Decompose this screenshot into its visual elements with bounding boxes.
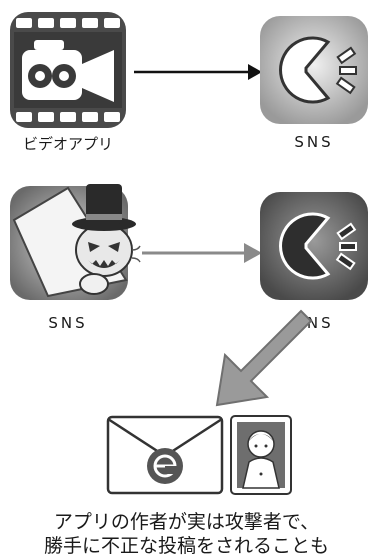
- sns-label: SNS: [294, 133, 334, 151]
- caption-line-2: 勝手に不正な投稿をされることも: [43, 535, 329, 557]
- contact-card-icon: [229, 414, 293, 496]
- arrow-right-gray-icon: [142, 243, 262, 263]
- arrow-down-left-icon: [215, 309, 313, 407]
- sns-possessed-label: SNS: [48, 314, 88, 332]
- video-app-icon: [8, 10, 128, 130]
- video-app-label: ビデオアプリ: [22, 135, 113, 153]
- sns-app-icon-possessed: [8, 180, 143, 305]
- caption-line-1: アプリの作者が実は攻撃者で、: [53, 511, 320, 533]
- email-icon: [105, 414, 225, 496]
- arrow-right-icon: [134, 64, 262, 80]
- sns-app-icon-dark: [258, 190, 370, 302]
- sns-app-icon: [258, 14, 370, 126]
- caption: アプリの作者が実は攻撃者で、 勝手に不正な投稿をされることも: [0, 510, 373, 558]
